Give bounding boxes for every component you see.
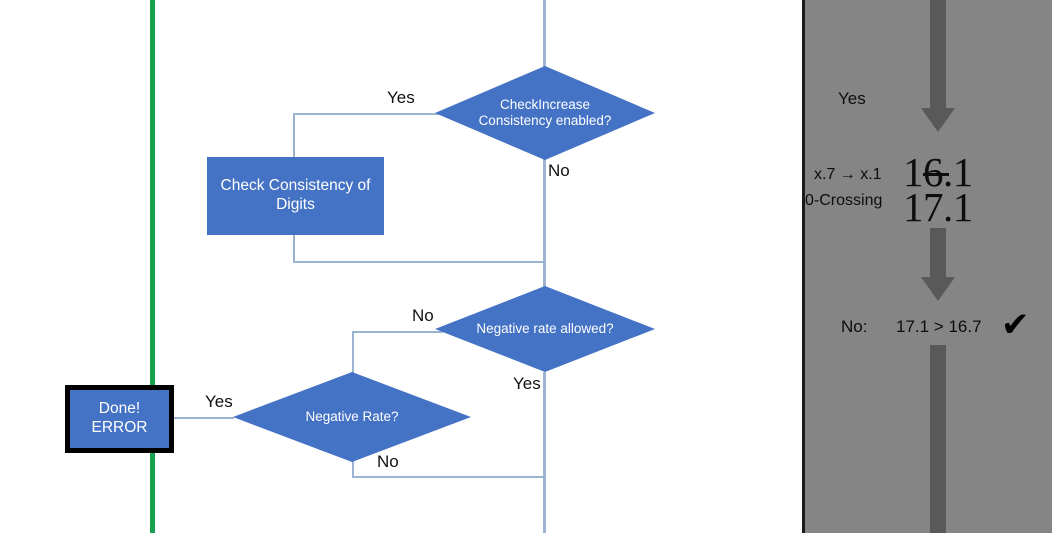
edge-label-negative-rate-allowed-no: No xyxy=(412,306,434,325)
connector-error-yes xyxy=(172,417,234,419)
connector-no-down xyxy=(352,331,354,375)
main-spine-lower xyxy=(543,372,546,533)
panel-row-0-strikethrough xyxy=(923,173,949,176)
panel-arrow-2-shaft xyxy=(930,228,946,280)
process-check-consistency-of-digits-label: Check Consistency of Digits xyxy=(220,177,371,213)
connector-yes-top xyxy=(293,113,443,115)
edge-label-negative-rate-allowed-yes: Yes xyxy=(513,374,541,393)
edge-label-negative-rate-no: No xyxy=(377,452,399,471)
panel-row-0-label: x.7 → x.1 xyxy=(814,166,882,183)
check-mark-icon: ✔ xyxy=(1001,306,1030,344)
panel-conclusion-comparison: 17.1 > 16.7 xyxy=(896,317,982,336)
panel-row-1-value: 17.1 xyxy=(903,184,973,230)
edge-label-negative-rate-yes: Yes xyxy=(205,392,233,411)
decision-negative-rate[interactable]: Negative Rate? xyxy=(233,372,471,462)
panel-branch-label: Yes xyxy=(838,89,866,108)
connector-no-top xyxy=(352,331,443,333)
connector-yes-return xyxy=(293,261,545,263)
panel-arrow-1-shaft xyxy=(930,0,946,110)
connector-no-return xyxy=(352,476,545,478)
edge-label-check-increase-yes: Yes xyxy=(387,88,415,107)
terminator-done-error-label: Done! ERROR xyxy=(91,400,148,436)
connector-no-return-down xyxy=(352,461,354,478)
decision-check-increase-consistency-label: CheckIncrease Consistency enabled? xyxy=(478,97,612,128)
decision-negative-rate-allowed[interactable]: Negative rate allowed? xyxy=(435,286,655,372)
panel-arrow-3-shaft xyxy=(930,345,946,533)
process-check-consistency-of-digits[interactable]: Check Consistency of Digits xyxy=(207,157,384,235)
annotation-panel: Yes x.7 → x.1 16.1 0-Crossing 17.1 No: 1… xyxy=(802,0,1052,533)
decision-negative-rate-label: Negative Rate? xyxy=(305,409,399,425)
panel-arrow-2-head xyxy=(921,277,955,301)
decision-negative-rate-allowed-label: Negative rate allowed? xyxy=(476,321,614,337)
panel-arrow-1-head xyxy=(921,108,955,132)
panel-row-0-value: 16.1 xyxy=(903,149,973,195)
decision-check-increase-consistency[interactable]: CheckIncrease Consistency enabled? xyxy=(435,66,655,160)
panel-row-1-label: 0-Crossing xyxy=(805,192,883,209)
main-spine-mid xyxy=(543,150,546,305)
panel-conclusion-prefix: No: xyxy=(841,317,868,336)
terminator-done-error[interactable]: Done! ERROR xyxy=(65,385,174,453)
main-spine-top xyxy=(543,0,546,100)
edge-label-check-increase-no: No xyxy=(548,161,570,180)
green-divider-line xyxy=(150,0,155,533)
